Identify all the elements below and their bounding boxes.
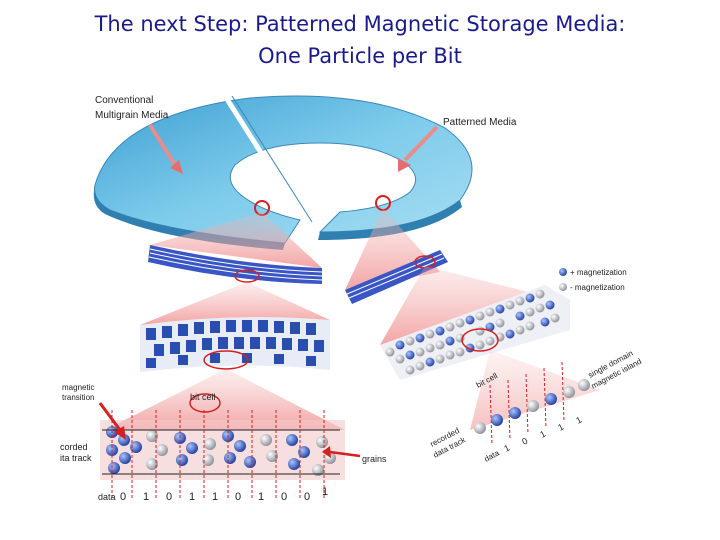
right-data-label: data bbox=[483, 448, 501, 464]
island-array bbox=[380, 285, 570, 380]
right-data-bit: 1 bbox=[502, 443, 511, 454]
magnetization-legend: + magnetization - magnetization bbox=[559, 268, 627, 292]
patterned-zoom-cone-3 bbox=[470, 350, 600, 430]
right-data-bit: 1 bbox=[556, 422, 565, 433]
data-bit: 0 bbox=[120, 491, 126, 503]
patterned-recorded-track bbox=[474, 361, 590, 446]
grains-label: grains bbox=[362, 454, 387, 464]
grains-arrow bbox=[322, 446, 361, 458]
right-data-bit: 1 bbox=[538, 429, 547, 440]
magnetic-transition-label-2: transition bbox=[62, 393, 94, 402]
legend-plus: + magnetization bbox=[570, 268, 627, 277]
patterned-track-strip bbox=[345, 250, 448, 304]
data-bit: 0 bbox=[166, 491, 172, 503]
data-bits: 0 1 0 1 1 0 1 0 0 1 bbox=[120, 486, 328, 503]
conventional-zoom-cone-1 bbox=[150, 212, 322, 268]
title-line-2: One Particle per Bit bbox=[258, 44, 462, 68]
right-data-bit: 0 bbox=[520, 436, 529, 447]
plus-magnetization-swatch bbox=[559, 268, 567, 276]
data-bit: 1 bbox=[143, 491, 149, 503]
data-bit: 1 bbox=[258, 491, 264, 503]
data-bit: 1 bbox=[212, 491, 218, 503]
conventional-zoom-cone-2 bbox=[140, 282, 330, 325]
legend-minus: - magnetization bbox=[570, 283, 625, 292]
magnetic-transition-label-1: magnetic bbox=[62, 383, 94, 392]
conventional-grain-band bbox=[140, 316, 330, 372]
data-bit: 0 bbox=[281, 491, 287, 503]
right-data-bits: 1 0 1 1 1 bbox=[502, 415, 583, 454]
recorded-track bbox=[100, 393, 345, 500]
bit-cell-label: bit cell bbox=[190, 392, 216, 402]
data-bit: 0 bbox=[304, 491, 310, 503]
data-label: data bbox=[98, 492, 116, 502]
title-line-1: The next Step: Patterned Magnetic Storag… bbox=[94, 12, 626, 36]
conventional-arrow bbox=[148, 123, 183, 174]
right-data-bit: 1 bbox=[574, 415, 583, 426]
conventional-track-strip bbox=[148, 245, 323, 284]
recorded-track-label-1: corded bbox=[60, 442, 88, 452]
data-bit: 0 bbox=[235, 491, 241, 503]
magnetic-transition-arrow bbox=[98, 402, 126, 440]
minus-magnetization-swatch bbox=[559, 283, 567, 291]
patterned-arrow bbox=[398, 125, 439, 172]
conventional-label-2: Multigrain Media bbox=[95, 110, 169, 121]
conventional-label-1: Conventional bbox=[95, 95, 153, 106]
patterned-media-label: Patterned Media bbox=[443, 117, 517, 128]
conventional-zoom-cone-3 bbox=[105, 369, 345, 430]
patterned-zoom-cone-2 bbox=[380, 266, 560, 345]
data-bit: 1 bbox=[189, 491, 195, 503]
data-bit: 1 bbox=[322, 486, 328, 498]
slide-title: The next Step: Patterned Magnetic Storag… bbox=[0, 8, 720, 72]
recorded-track-label-2: ita track bbox=[60, 453, 92, 463]
